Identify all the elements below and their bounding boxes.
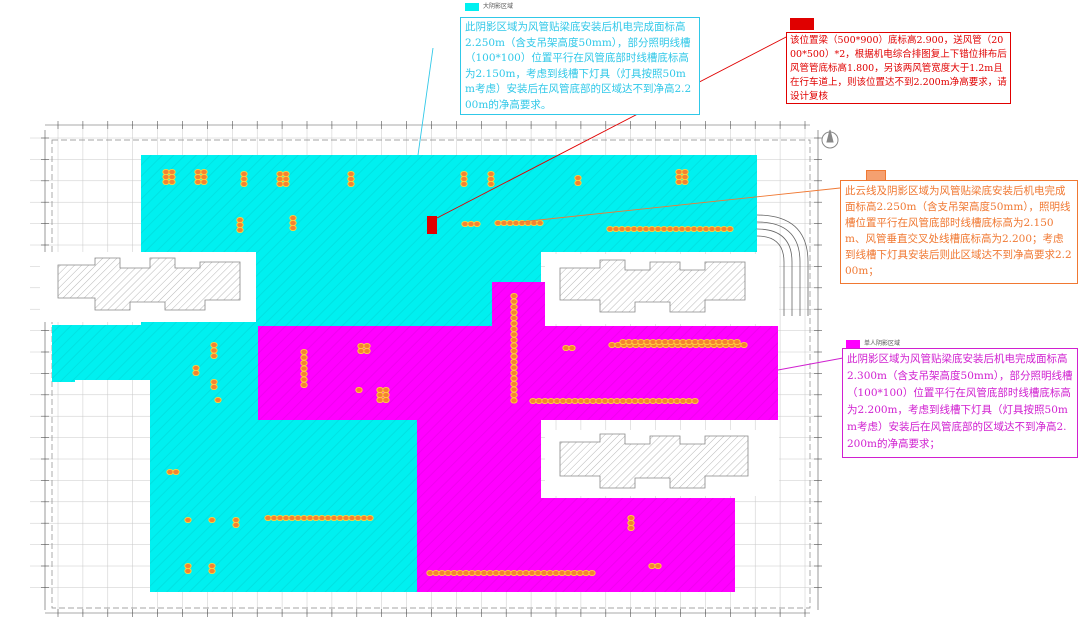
red-legend-swatch [790,18,814,30]
magenta-shaded-zone [258,282,778,592]
magenta-legend-label: 单人阴影区域 [864,340,901,347]
building-core-right-top [545,254,779,324]
magenta-zone-note: 此阴影区域为风管贴梁底安装后机电完成面标高2.300m（含支吊架高度50mm），… [842,348,1078,458]
cyan-legend-label: 大阴影区域 [483,3,514,10]
building-core-right-bottom [545,430,779,496]
ramp-curve [756,214,809,316]
magenta-legend-swatch [846,340,860,348]
north-arrow-icon [821,129,839,149]
building-core-left [40,252,256,322]
red-beam-note: 该位置梁（500*900）底标高2.900，送风管（2000*500）*2，根据… [786,32,1011,104]
critical-beam-location [427,216,437,234]
cyan-zone-note: 此阴影区域为风管贴梁底安装后机电完成面标高2.250m（含支吊架高度50mm），… [460,17,700,115]
leader-lines [417,34,844,371]
duct-clusters [162,168,748,577]
cyan-legend-swatch [465,3,479,11]
orange-cloud-note: 此云线及阴影区域为风管贴梁底安装后机电完成面标高2.250m（含支吊架高度50m… [840,180,1078,284]
